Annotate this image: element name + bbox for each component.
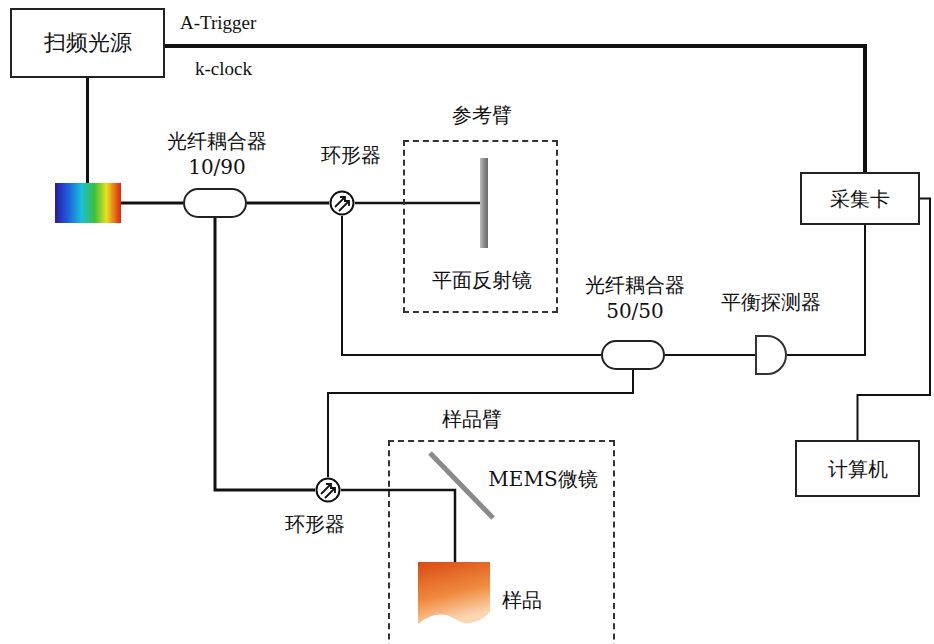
signal-label: k-clock	[195, 58, 252, 80]
node-text: 样品	[502, 587, 542, 613]
plane-mirror	[480, 158, 488, 248]
fiber-connector	[165, 46, 865, 172]
node-label: 计算机	[828, 456, 888, 482]
fiber-connector	[355, 202, 403, 205]
node-text: MEMS微镜	[488, 466, 597, 492]
circulator: 环形器	[329, 190, 355, 216]
fiber-coupler: 光纤耦合器 50/50	[601, 340, 665, 370]
circulator-symbol	[329, 190, 355, 216]
node-label: 样品臂	[442, 406, 502, 432]
node-label: 采集卡	[830, 186, 890, 212]
reference-arm: 参考臂平面反射镜	[403, 140, 558, 313]
mems-mirror	[430, 453, 493, 518]
node-label: 环形器	[321, 142, 381, 168]
fiber-connector	[342, 216, 601, 355]
fiber-connector	[247, 202, 329, 205]
fiber-connector	[858, 199, 931, 441]
node-label: 扫频光源	[44, 29, 132, 58]
node-label: 光纤耦合器 10/90	[161, 128, 273, 180]
spectrum-icon	[55, 183, 121, 223]
circulator-symbol	[315, 477, 341, 503]
signal-label: A-Trigger	[180, 12, 256, 34]
node-text: 平面反射镜	[432, 267, 532, 293]
sample-beam	[388, 490, 455, 562]
detector-symbol	[755, 335, 787, 375]
circulator: 环形器	[315, 477, 341, 503]
balanced-detector: 平衡探测器	[755, 335, 787, 375]
node-label: 参考臂	[452, 102, 512, 128]
sample-shape	[418, 562, 490, 624]
node-label: 环形器	[285, 511, 345, 537]
node-label: 平衡探测器	[721, 289, 821, 315]
computer-box: 计算机	[795, 440, 920, 497]
fiber-connector	[215, 218, 315, 490]
light-source-box: 扫频光源	[10, 8, 165, 78]
sample-arm: 样品臂MEMS微镜样品	[388, 440, 615, 644]
node-label: 光纤耦合器 50/50	[579, 272, 691, 324]
fiber-connector	[665, 354, 755, 356]
daq-card-box: 采集卡	[800, 172, 920, 225]
reference-fiber	[403, 202, 481, 205]
fiber-connector	[328, 370, 633, 477]
fiber-coupler: 光纤耦合器 10/90	[183, 188, 247, 218]
fiber-connector	[341, 489, 388, 492]
